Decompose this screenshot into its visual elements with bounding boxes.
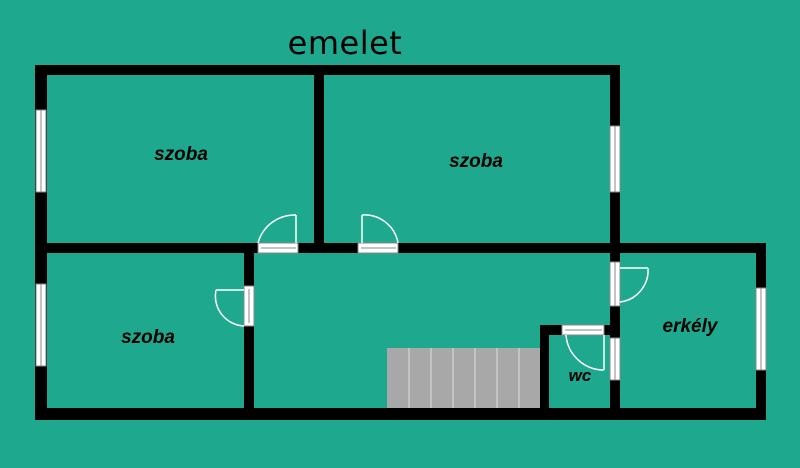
room-label-wc: wc [568,366,592,385]
door-bottom-left-room [214,285,255,327]
wall-top [35,65,620,75]
wall-top-divider [314,65,324,253]
window-top-left [35,109,47,193]
wall-bottom [35,408,765,420]
door-balcony [619,267,649,303]
wall-bottom-left-divider [244,243,254,420]
wall-middle-horizontal [35,243,620,253]
window-wc-right [609,337,621,381]
room-label-bottom-left: szoba [121,327,175,348]
window-balcony [755,287,767,371]
doors [214,214,649,371]
floor-title: emelet [287,24,403,62]
door-top-right-room [357,214,399,254]
staircase [387,348,540,408]
wall-wc-left [540,325,549,420]
room-label-top-left: szoba [154,144,208,165]
window-hall-balcony-1 [609,261,621,307]
room-label-balcony: erkély [662,316,718,337]
windows [35,109,767,381]
wall-wc-right [610,243,620,420]
door-wc [561,324,605,371]
window-bottom-left [35,283,47,367]
room-label-top-right: szoba [449,151,503,172]
window-top-right [609,125,621,193]
door-top-left-room [257,214,299,254]
wall-balcony-top [610,243,765,253]
